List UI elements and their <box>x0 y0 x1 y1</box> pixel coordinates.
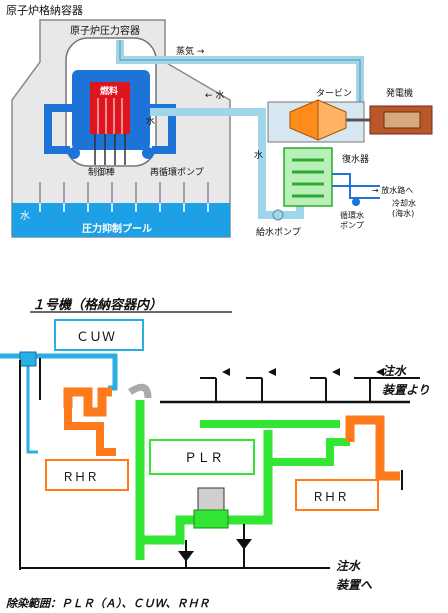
rhr-left-label: ＲＨＲ <box>62 470 98 484</box>
cuw-box <box>54 319 144 351</box>
control-rod-label: 制御棒 <box>88 166 115 178</box>
circ-pump-label-1: 循環水 <box>340 210 364 220</box>
sea-water-label: (海水) <box>392 208 414 218</box>
feed-pump <box>272 209 284 221</box>
fuel-core <box>90 82 130 134</box>
outlet-label-2: 装置へ <box>336 578 373 592</box>
condenser-tubes <box>292 158 324 198</box>
plr-pump-body <box>193 509 229 529</box>
plr-box <box>149 439 255 475</box>
cuw-valve-panel <box>19 351 37 367</box>
rhr-right-box <box>295 479 379 511</box>
generator-label: 発電機 <box>386 87 413 99</box>
rhr-left-pipe <box>63 387 112 417</box>
fuel-rods <box>97 98 123 134</box>
plr-bottom-loop <box>140 430 273 545</box>
valve-markers <box>222 368 384 376</box>
plr-right-branch <box>268 438 350 466</box>
turbine-rear <box>317 99 347 141</box>
suppression-pool <box>12 203 230 237</box>
circ-pump <box>352 198 360 206</box>
control-rods <box>94 134 126 165</box>
discharge-label: → 放水路へ <box>372 185 413 195</box>
inject-label-1: 注水 <box>382 364 407 378</box>
generator-core <box>383 111 421 129</box>
injection-branches <box>200 377 420 402</box>
water-return-label: ← 水 <box>205 89 224 101</box>
drain-valves <box>178 524 252 568</box>
outlet-label-1: 注水 <box>336 559 361 573</box>
condenser-label: 復水器 <box>342 153 369 165</box>
cooling-water-line <box>332 173 380 199</box>
rhr-right-label: ＲＨＲ <box>312 490 348 504</box>
unit-title: １号機（格納容器内） <box>32 297 162 313</box>
rhr-left-box <box>45 459 129 491</box>
pressure-vessel-label: 原子炉圧力容器 <box>70 24 140 37</box>
rhr-left-pipe-down <box>64 408 116 456</box>
decon-scope-label: 除染範囲：ＰＬＲ（Ａ）、ＣＵＷ、ＲＨＲ <box>6 597 210 610</box>
steam-label: 蒸気 → <box>176 45 205 57</box>
cuw-line <box>0 353 118 391</box>
feed-pump-label: 給水ポンプ <box>256 226 301 238</box>
pool-label: 圧力抑制プール <box>82 222 152 235</box>
cuw-line-2 <box>26 360 38 454</box>
circ-pump-label-2: ポンプ <box>340 221 364 230</box>
cuw-label: ＣＵＷ <box>76 330 115 345</box>
feedwater-line <box>150 108 304 219</box>
steam-line-border <box>119 40 361 118</box>
turbine-label: タービン <box>316 88 352 99</box>
pool-column-lines <box>39 182 209 203</box>
containment-title: 原子炉格納容器 <box>6 3 83 17</box>
recirc-pump-left <box>68 147 80 159</box>
fuel-label: 燃料 <box>100 85 118 97</box>
recirc-pump-right <box>142 147 154 159</box>
water-mid-label: 水 <box>254 149 263 161</box>
cooling-water-label: 冷却水 <box>392 198 416 208</box>
pool-water-label: 水 <box>20 210 30 222</box>
recirc-loop-left <box>44 104 72 154</box>
rhr-right-pipe <box>345 415 400 481</box>
inject-label-2: 装置より <box>382 383 430 397</box>
recirc-pump-label: 再循環ポンプ <box>150 166 204 178</box>
elbow-fitting <box>128 383 152 399</box>
plr-label: ＰＬＲ <box>184 451 223 466</box>
vessel-water-label: 水 <box>146 115 155 127</box>
plr-pump-motor <box>197 487 225 511</box>
